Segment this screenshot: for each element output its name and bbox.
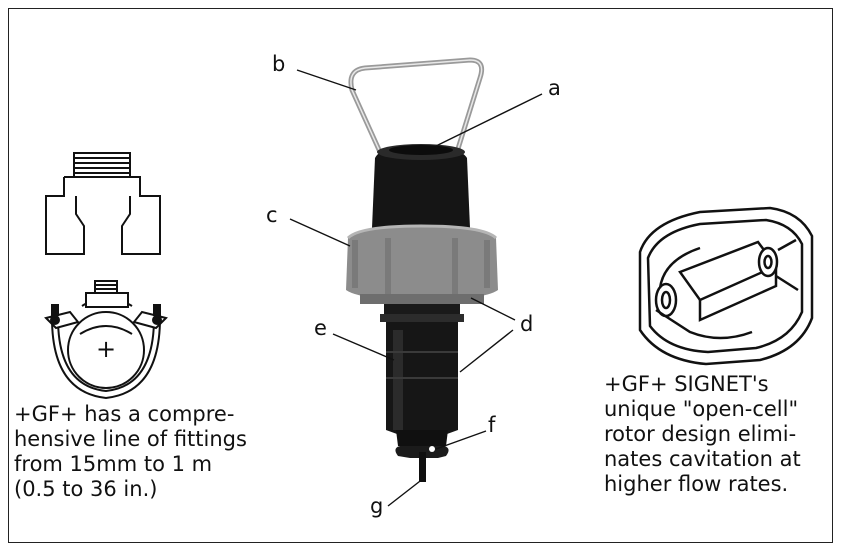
tee-fitting-illustration bbox=[45, 152, 161, 255]
open-cell-rotor-illustration bbox=[638, 206, 814, 366]
fittings-caption: +GF+ has a compre- hensive line of fitti… bbox=[14, 402, 247, 501]
callout-a: a bbox=[548, 76, 561, 100]
flow-sensor-photo bbox=[346, 57, 498, 482]
saddle-clamp-illustration bbox=[44, 280, 168, 400]
callout-d: d bbox=[520, 312, 534, 336]
rotor-caption: +GF+ SIGNET's unique "open-cell" rotor d… bbox=[604, 372, 801, 496]
callout-e: e bbox=[314, 316, 327, 340]
callout-f: f bbox=[488, 413, 496, 437]
callout-c: c bbox=[266, 203, 278, 227]
callout-g: g bbox=[370, 494, 384, 518]
callout-b: b bbox=[272, 52, 286, 76]
clamp-center-mark: + bbox=[96, 335, 116, 363]
callout-leaders bbox=[289, 69, 543, 507]
